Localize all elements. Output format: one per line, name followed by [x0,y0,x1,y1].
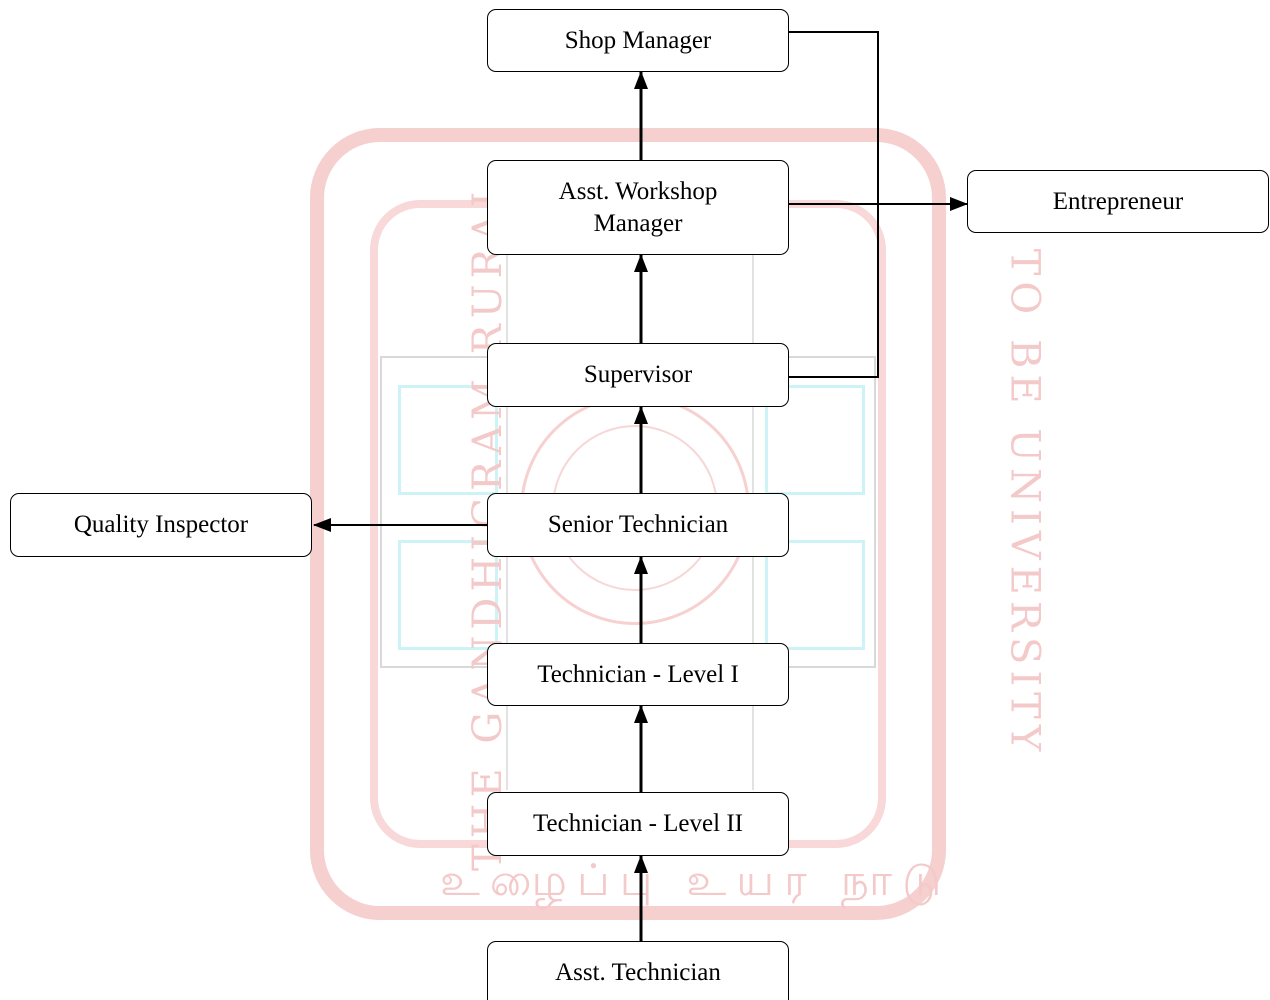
watermark-square [765,540,865,650]
watermark-square [398,385,498,495]
watermark-text-bottom: உழைப்பு உயர நாடு [440,855,952,906]
node-label: Shop Manager [564,26,712,54]
watermark-square [398,540,498,650]
node-label: Asst. Technician [555,958,721,986]
node-entrepreneur: Entrepreneur [967,170,1269,233]
watermark-square [765,385,865,495]
node-shop-manager: Shop Manager [487,9,789,72]
node-label: Asst. Workshop Manager [558,177,718,237]
node-label: Technician - Level I [537,660,739,688]
node-label: Supervisor [583,361,693,388]
node-technician-level-2: Technician - Level II [487,792,789,856]
node-label: Technician - Level II [533,810,743,837]
node-label: Quality Inspector [73,511,249,538]
node-supervisor: Supervisor [487,343,789,407]
node-technician-level-1: Technician - Level I [487,643,789,706]
node-label: Senior Technician [547,511,729,538]
node-senior-technician: Senior Technician [487,493,789,557]
node-quality-inspector: Quality Inspector [10,493,312,557]
node-label: Entrepreneur [1052,187,1184,215]
node-asst-technician: Asst. Technician [487,941,789,1000]
node-asst-workshop-manager: Asst. Workshop Manager [487,160,789,255]
